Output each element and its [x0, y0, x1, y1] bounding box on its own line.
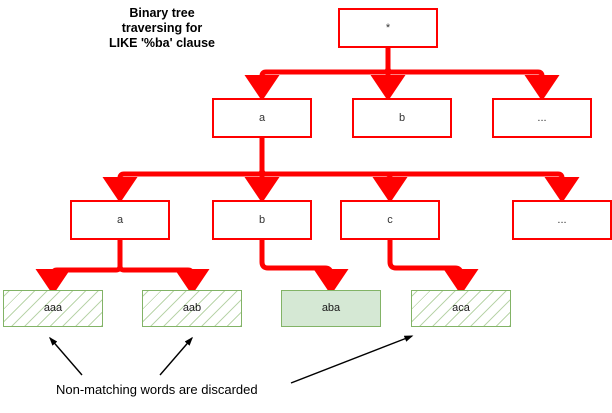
- node-l2-c[interactable]: c: [340, 200, 440, 240]
- edge-l2b-to-aba: [259, 240, 349, 295]
- node-leaf-aab-label: aab: [182, 302, 202, 314]
- edges-level1-to-level2: [102, 138, 580, 203]
- node-leaf-aaa[interactable]: aaa: [3, 290, 103, 327]
- node-leaf-aca-label: aca: [452, 302, 470, 314]
- node-l2-b-label: b: [258, 213, 266, 226]
- edge-l2a-to-aaa: [35, 240, 123, 295]
- node-l1-b[interactable]: b: [352, 98, 452, 138]
- node-leaf-aab[interactable]: aab: [142, 290, 242, 327]
- edge-l1a-to-l2-ellipsis: [259, 138, 580, 203]
- node-l2-a-label: a: [116, 213, 124, 226]
- annotation-arrows: [49, 335, 414, 384]
- node-l2-a[interactable]: a: [70, 200, 170, 240]
- title-line-3: LIKE '%ba' clause: [109, 36, 215, 50]
- node-root-label: *: [385, 21, 391, 34]
- arrow-to-aaa-icon: [49, 336, 83, 376]
- arrow-to-aab-icon: [159, 336, 193, 376]
- node-l2-b[interactable]: b: [212, 200, 312, 240]
- node-l2-c-label: c: [387, 213, 393, 226]
- node-root[interactable]: *: [338, 8, 438, 48]
- title-line-2: traversing for: [121, 21, 203, 35]
- edge-root-to-l1-a: [244, 48, 391, 101]
- node-l1-b-label: b: [398, 111, 406, 124]
- edge-l1a-to-l2-a: [102, 138, 265, 203]
- node-leaf-aaa-label: aaa: [43, 302, 63, 314]
- node-l1-a[interactable]: a: [212, 98, 312, 138]
- annotation-note: Non-matching words are discarded: [56, 382, 258, 397]
- diagram-title: Binary tree traversing for LIKE '%ba' cl…: [72, 6, 252, 51]
- node-leaf-aba-label: aba: [321, 302, 341, 314]
- edge-l1a-to-l2-c: [259, 138, 408, 203]
- edge-l2c-to-aca: [387, 240, 479, 295]
- node-l1-ellipsis[interactable]: ...: [492, 98, 592, 138]
- node-l1-a-label: a: [258, 111, 266, 124]
- arrow-to-aca-icon: [290, 335, 414, 384]
- edge-l2a-to-aab: [117, 240, 210, 295]
- edges-root-to-level1: [244, 48, 560, 101]
- node-leaf-aba[interactable]: aba: [281, 290, 381, 327]
- node-leaf-aca[interactable]: aca: [411, 290, 511, 327]
- node-l1-ellipsis-label: ...: [537, 111, 547, 124]
- node-l2-ellipsis[interactable]: ...: [512, 200, 612, 240]
- title-line-1: Binary tree: [129, 6, 195, 20]
- edge-root-to-l1-ellipsis: [385, 48, 560, 101]
- edges-level2-to-leaves: [35, 240, 479, 295]
- node-l2-ellipsis-label: ...: [557, 213, 567, 226]
